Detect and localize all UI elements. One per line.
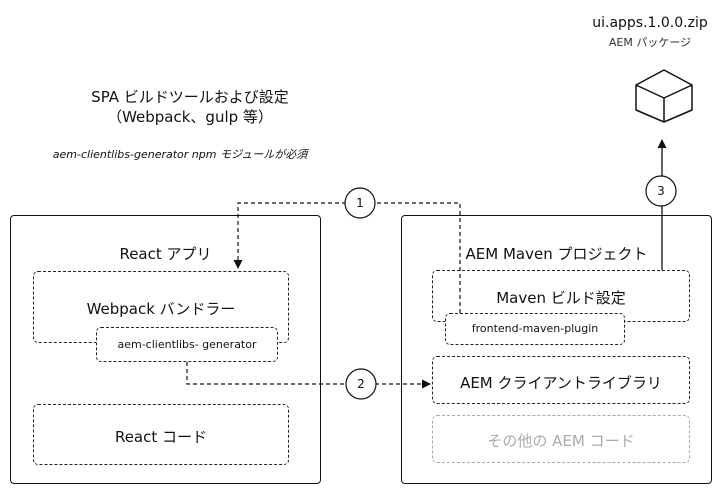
aem-client-library-label: AEM クライアントライブラリ [460, 374, 662, 392]
maven-build-config-label: Maven ビルド設定 [496, 289, 626, 307]
step2-badge [345, 368, 377, 400]
react-code-box [33, 404, 289, 465]
step2-number: 2 [357, 377, 365, 391]
package-title: ui.apps.1.0.0.zip [592, 15, 708, 31]
aem-maven-project-container [401, 215, 712, 484]
step3-badge [645, 175, 677, 207]
step2-connector [186, 362, 431, 389]
cube-icon [635, 69, 693, 123]
diagram-title-line1: SPA ビルドツールおよび設定 [91, 88, 289, 106]
aem-client-library-box [432, 356, 690, 404]
frontend-maven-plugin-box [445, 313, 625, 345]
step1-number: 1 [356, 196, 364, 210]
aem-maven-project-title: AEM Maven プロジェクト [465, 245, 648, 263]
other-aem-code-label: その他の AEM コード [487, 432, 635, 450]
clientlibs-generator-box [96, 327, 278, 362]
step1-connector [233, 202, 461, 313]
react-app-container [10, 215, 321, 484]
requirement-note: aem-clientlibs-generator npm モジュールが必須 [52, 148, 308, 161]
step1-badge [344, 187, 376, 219]
frontend-maven-plugin-label: frontend-maven-plugin [471, 322, 599, 335]
other-aem-code-box [432, 415, 690, 463]
clientlibs-generator-label: aem-clientlibs- generator [117, 338, 257, 351]
package-subtitle: AEM パッケージ [608, 36, 692, 49]
step3-number: 3 [657, 184, 665, 198]
react-app-title: React アプリ [119, 245, 212, 263]
react-code-label: React コード [114, 428, 208, 446]
diagram-title-line2: （Webpack、gulp 等） [107, 108, 273, 126]
webpack-bundler-label: Webpack バンドラー [86, 300, 236, 318]
